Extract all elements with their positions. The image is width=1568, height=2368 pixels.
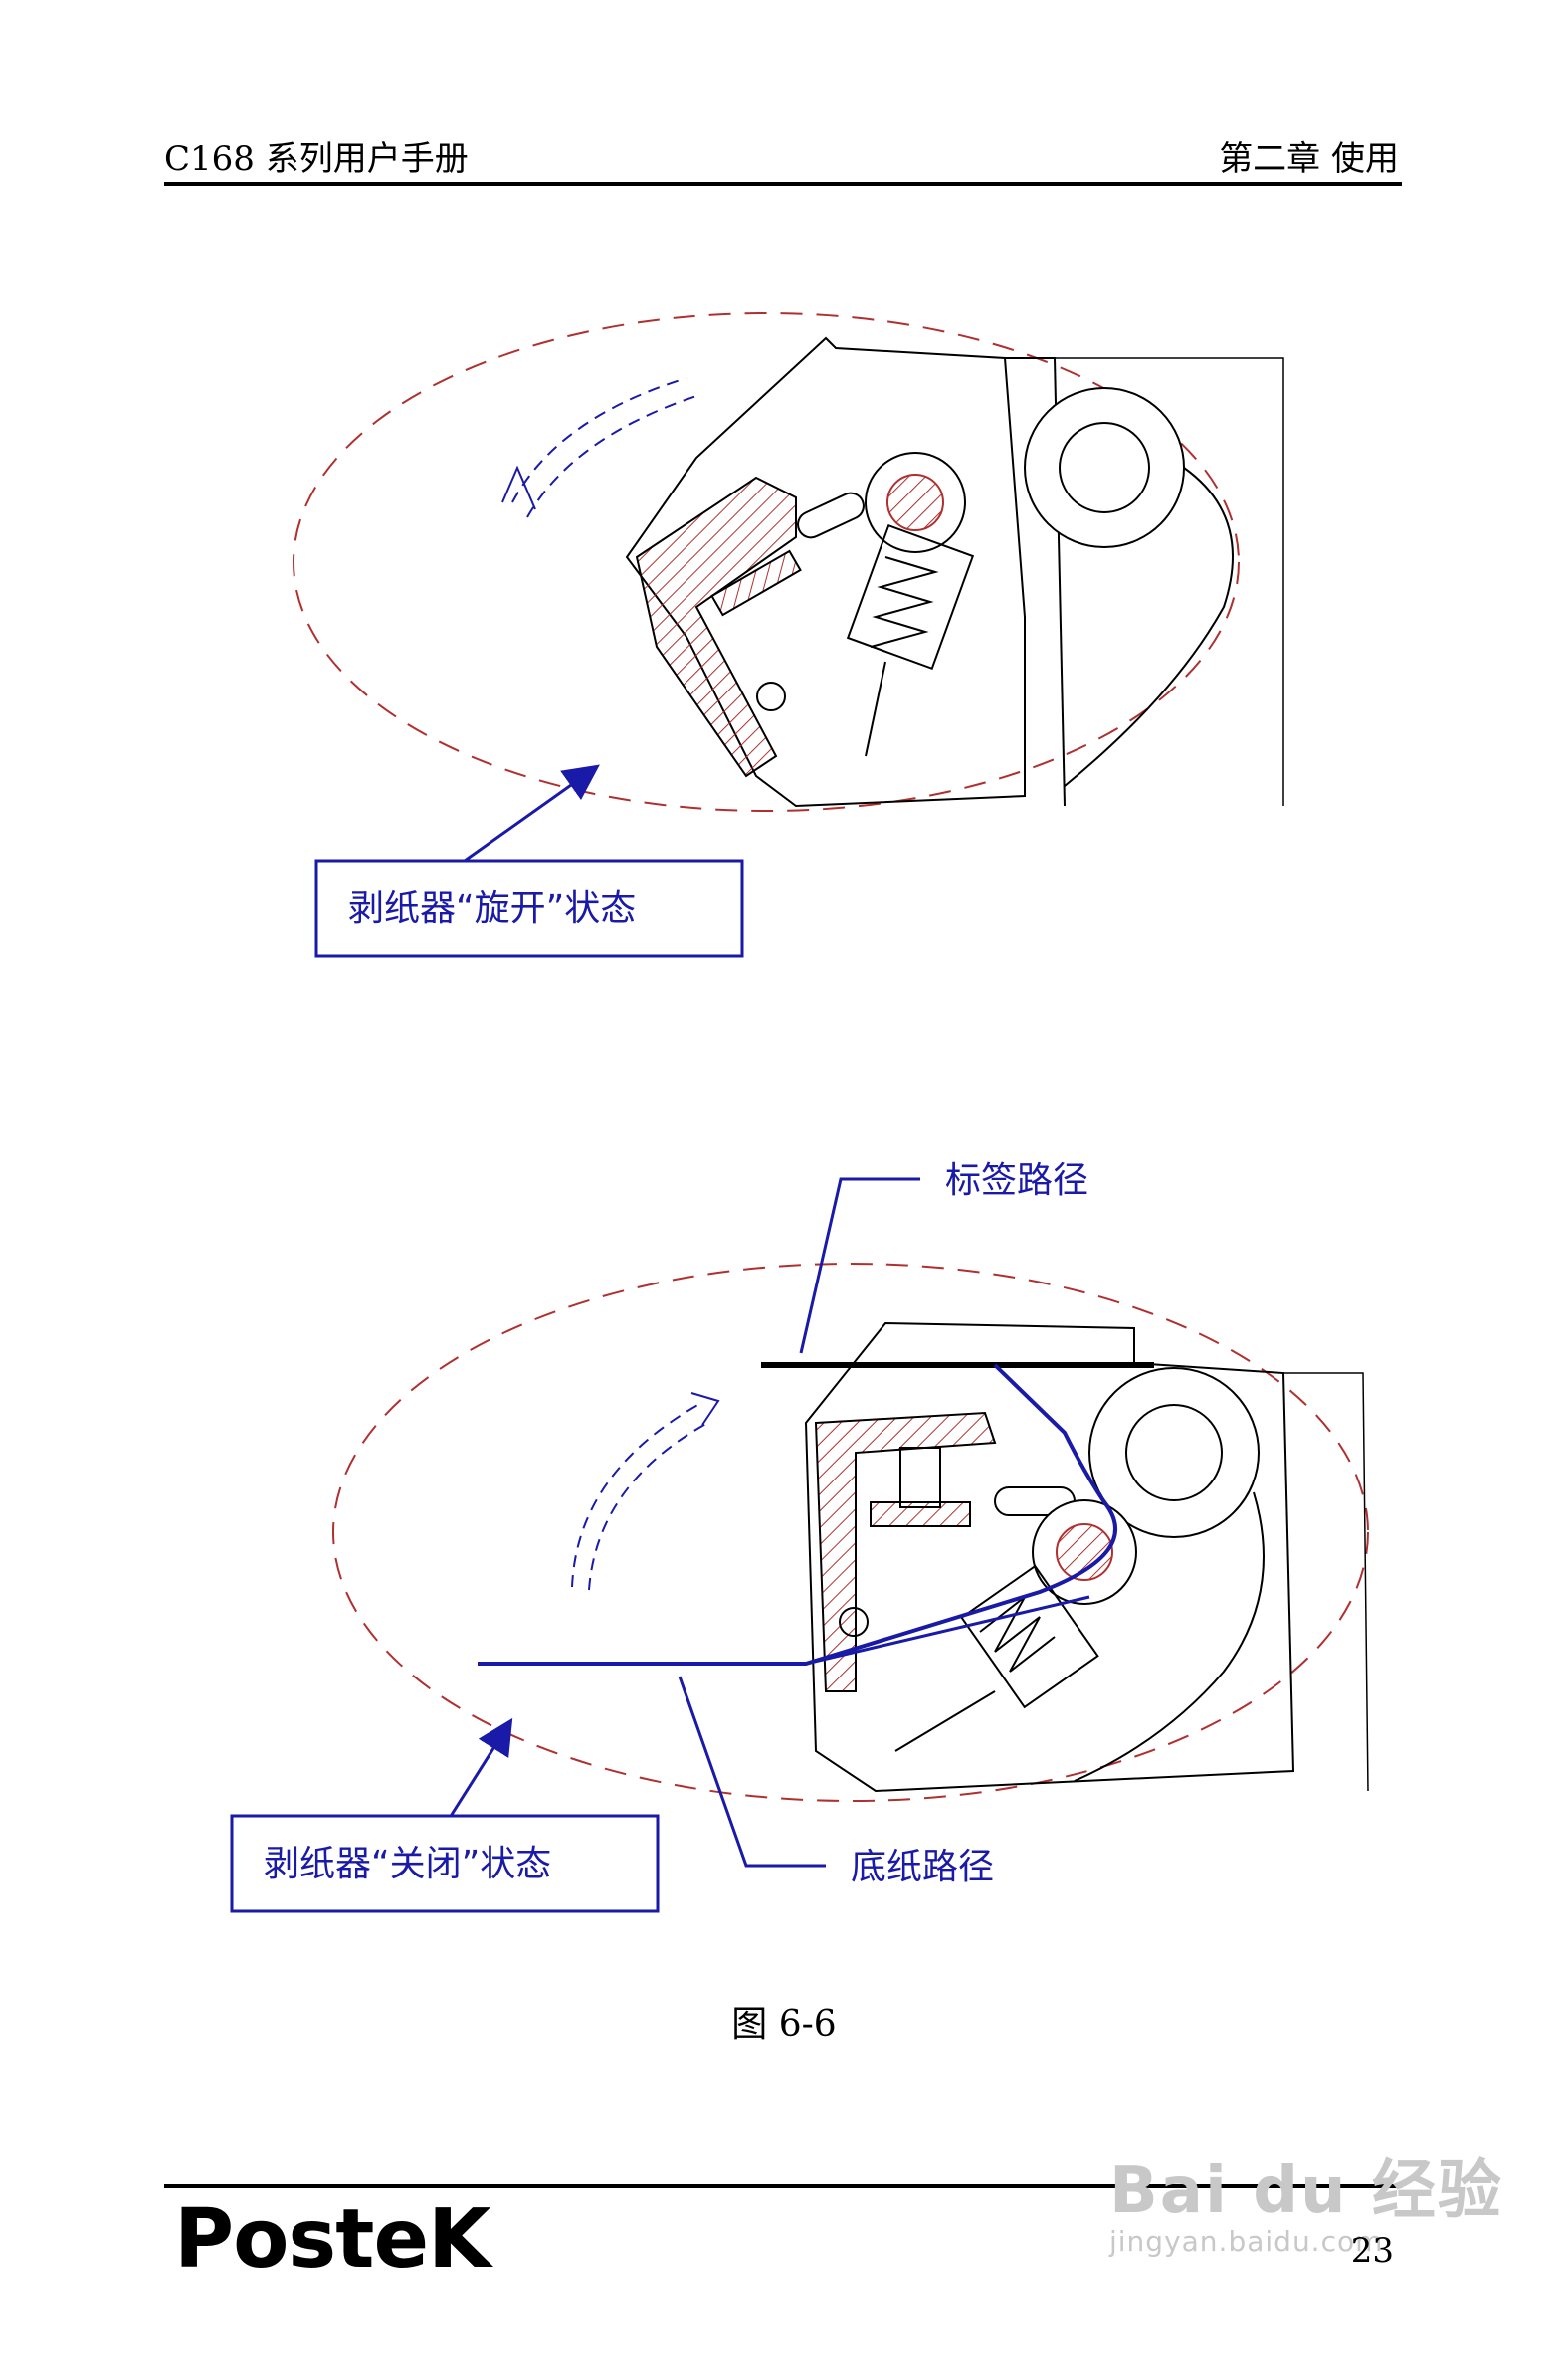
baidu-watermark: Bai du 经验 jingyan.baidu.com [1109, 2139, 1503, 2258]
header-rule [164, 182, 1402, 186]
callout-peeler-open: 剥纸器“旋开”状态 [348, 888, 636, 929]
liner-path-caption: 底纸路径 [851, 1847, 994, 1887]
watermark-url: jingyan.baidu.com [1109, 2225, 1384, 2258]
callout-box-closed [230, 1814, 660, 1913]
header-chapter-title: 第二章 使用 [1219, 139, 1399, 179]
callout-peeler-closed: 剥纸器“关闭”状态 [264, 1844, 551, 1884]
figure-caption: 图 6-6 [731, 2004, 837, 2045]
label-path-caption: 标签路径 [945, 1160, 1088, 1201]
watermark-brand: Bai du 经验 [1109, 2154, 1503, 2228]
postek-logo: PosteK [174, 2192, 491, 2286]
header-manual-title: C168 系列用户手册 [164, 139, 469, 179]
page-number: 23 [1350, 2231, 1394, 2270]
callout-box-open [314, 859, 744, 958]
figure-peeler-open: 剥纸器“旋开”状态 [293, 312, 1284, 958]
footer-rule [164, 2184, 1402, 2188]
figure-peeler-closed: 标签路径 底纸路径 剥纸器“关闭”状态 [230, 1160, 1369, 1913]
